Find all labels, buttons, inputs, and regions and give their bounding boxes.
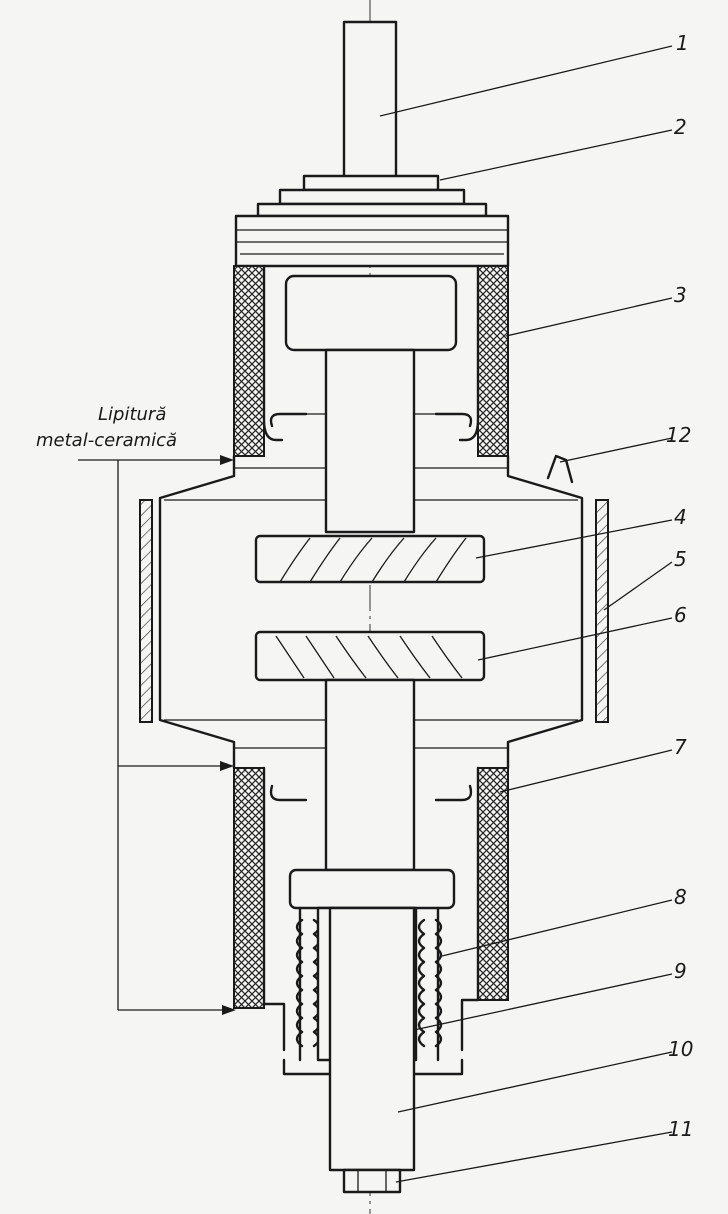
fixed-terminal-rod xyxy=(342,20,398,182)
outer-shield-left xyxy=(139,499,153,723)
fixed-contact-head xyxy=(284,274,458,352)
leader-lines xyxy=(379,45,673,1183)
seal-arrows xyxy=(78,455,236,1015)
callout-numbers: 1 2 3 4 5 6 7 8 9 10 11 12 xyxy=(666,31,693,1141)
callout-9: 9 xyxy=(674,959,687,983)
terminal-nut xyxy=(342,1168,402,1194)
top-end-cap xyxy=(234,174,510,268)
bellows-collar xyxy=(288,868,456,910)
fixed-contact-stem xyxy=(324,348,416,534)
callout-1: 1 xyxy=(676,31,689,55)
metal-housing xyxy=(158,454,584,770)
pumping-tube xyxy=(546,454,574,484)
callout-6: 6 xyxy=(674,603,687,627)
seal-label-line2: metal-ceramică xyxy=(36,430,177,451)
callout-10: 10 xyxy=(668,1037,693,1061)
lower-shield-hooks xyxy=(269,784,473,802)
upper-ceramic-insulator xyxy=(233,264,509,457)
bottom-flange xyxy=(282,1058,464,1076)
moving-terminal-rod xyxy=(328,906,416,1172)
moving-contact-stem xyxy=(324,678,416,872)
callout-3: 3 xyxy=(674,283,687,307)
outer-shield-right xyxy=(595,499,609,723)
callout-11: 11 xyxy=(668,1117,693,1141)
callout-4: 4 xyxy=(674,505,687,529)
moving-contact-disc xyxy=(254,630,486,682)
callout-8: 8 xyxy=(674,885,687,909)
callout-7: 7 xyxy=(674,735,687,759)
upper-shield-hooks xyxy=(269,412,473,428)
lower-ceramic-insulator xyxy=(233,766,509,1052)
callout-5: 5 xyxy=(674,547,687,571)
callout-12: 12 xyxy=(666,423,691,447)
seal-label-line1: Lipitură xyxy=(98,404,166,425)
fixed-contact-disc xyxy=(254,534,486,584)
callout-2: 2 xyxy=(674,115,687,139)
